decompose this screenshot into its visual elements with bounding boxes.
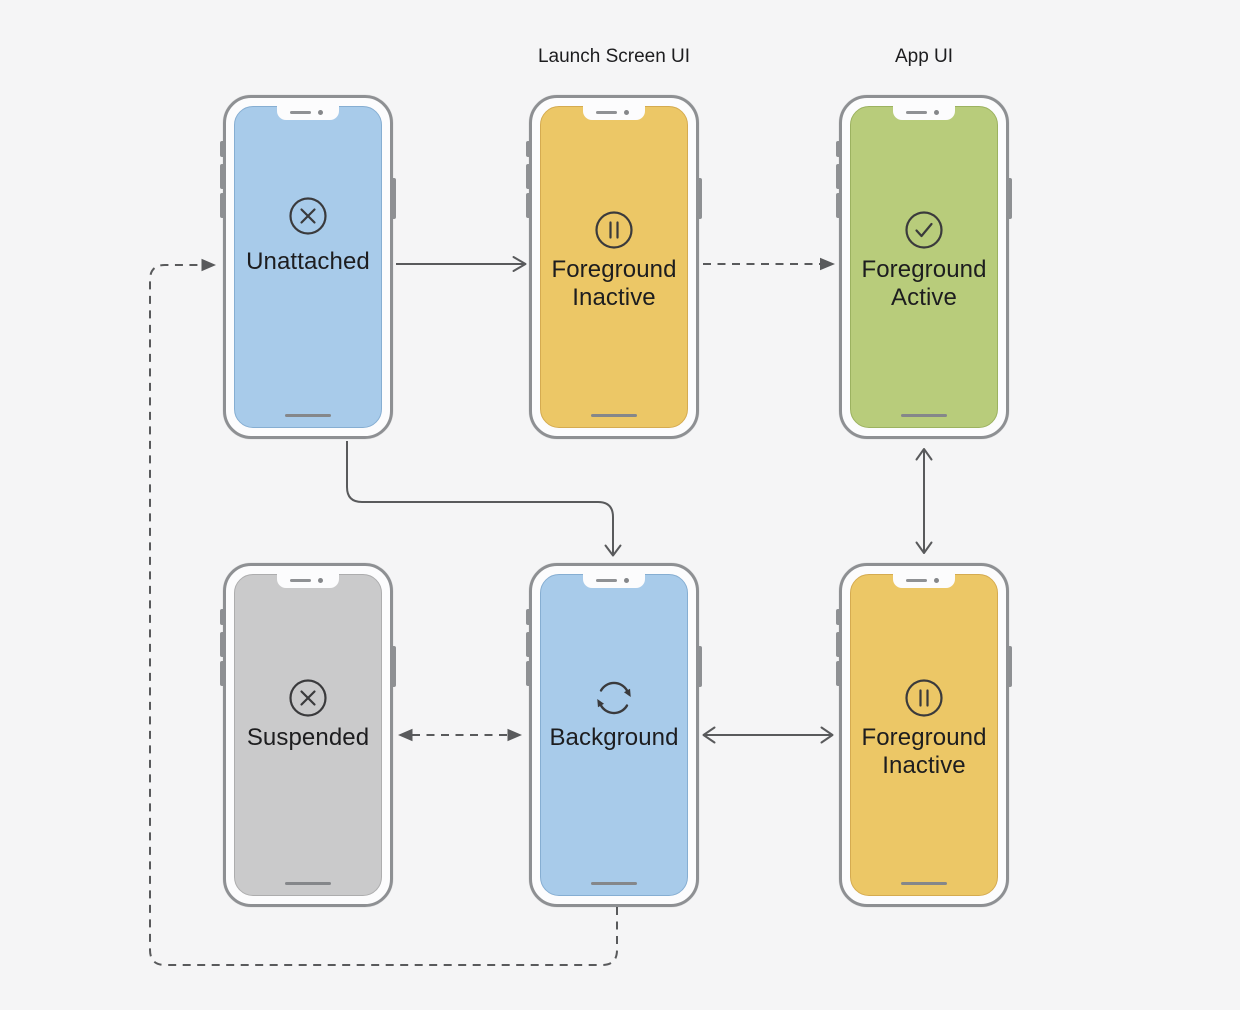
notch — [583, 574, 645, 588]
phone-launch-foreground-inactive: Foreground Inactive — [526, 95, 702, 439]
phone-foreground-active: Foreground Active — [836, 95, 1012, 439]
volume-up-button — [526, 632, 531, 657]
mute-switch-button — [220, 141, 225, 157]
camera-icon — [624, 110, 629, 115]
camera-icon — [934, 578, 939, 583]
volume-up-button — [220, 632, 225, 657]
speaker-icon — [596, 579, 617, 582]
power-button — [697, 646, 702, 687]
state-content: Foreground Inactive — [846, 678, 1002, 780]
state-label: Background — [549, 724, 679, 751]
volume-up-button — [526, 164, 531, 189]
home-indicator — [285, 882, 331, 885]
volume-up-button — [836, 632, 841, 657]
volume-up-button — [220, 164, 225, 189]
power-button — [1007, 646, 1012, 687]
phone-background: Background — [526, 563, 702, 907]
mute-switch-button — [836, 141, 841, 157]
pause-circle-icon — [905, 679, 943, 717]
volume-down-button — [220, 661, 225, 686]
mute-switch-button — [220, 609, 225, 625]
arrow-unattached-to-background — [346, 441, 622, 557]
phone-suspended: Suspended — [220, 563, 396, 907]
volume-down-button — [526, 661, 531, 686]
column-header-app-ui: App UI — [894, 46, 954, 67]
volume-down-button — [836, 193, 841, 218]
phone-screen: Unattached — [234, 106, 382, 428]
mute-switch-button — [836, 609, 841, 625]
phone-screen: Background — [540, 574, 688, 896]
column-header-launch-screen-ui: Launch Screen UI — [537, 46, 691, 67]
notch — [277, 574, 339, 588]
notch — [893, 106, 955, 120]
arrow-launch-foreground-inactive-to-foreground-active — [703, 257, 835, 271]
camera-icon — [318, 110, 323, 115]
speaker-icon — [906, 579, 927, 582]
state-content: Suspended — [230, 678, 386, 752]
state-content: Foreground Inactive — [536, 210, 692, 312]
phone-unattached: Unattached — [220, 95, 396, 439]
arrow-unattached-to-launch-foreground-inactive — [396, 256, 527, 272]
power-button — [391, 646, 396, 687]
phone-app-foreground-inactive: Foreground Inactive — [836, 563, 1012, 907]
state-label: Unattached — [246, 248, 370, 275]
phone-screen: Suspended — [234, 574, 382, 896]
x-circle-icon — [289, 197, 327, 235]
camera-icon — [934, 110, 939, 115]
home-indicator — [285, 414, 331, 417]
power-button — [1007, 178, 1012, 219]
state-content: Foreground Active — [846, 210, 1002, 312]
home-indicator — [591, 414, 637, 417]
volume-down-button — [220, 193, 225, 218]
state-label: Foreground Inactive — [861, 724, 987, 779]
power-button — [391, 178, 396, 219]
volume-up-button — [836, 164, 841, 189]
notch — [277, 106, 339, 120]
camera-icon — [318, 578, 323, 583]
arrow-background-to-suspended — [398, 728, 522, 742]
refresh-circle-icon — [597, 681, 631, 715]
checkmark-circle-icon — [905, 211, 943, 249]
arrow-background-to-app-foreground-inactive — [702, 726, 834, 744]
volume-down-button — [836, 661, 841, 686]
notch — [893, 574, 955, 588]
phone-screen: Foreground Inactive — [540, 106, 688, 428]
phone-screen: Foreground Inactive — [850, 574, 998, 896]
camera-icon — [624, 578, 629, 583]
home-indicator — [591, 882, 637, 885]
state-content: Background — [536, 678, 692, 752]
arrow-foreground-active-to-app-foreground-inactive — [915, 448, 933, 554]
state-label: Suspended — [246, 724, 370, 751]
power-button — [697, 178, 702, 219]
speaker-icon — [596, 111, 617, 114]
pause-circle-icon — [595, 211, 633, 249]
state-label: Foreground Active — [861, 256, 987, 311]
state-content: Unattached — [230, 196, 386, 276]
state-label: Foreground Inactive — [551, 256, 677, 311]
mute-switch-button — [526, 609, 531, 625]
mute-switch-button — [526, 141, 531, 157]
notch — [583, 106, 645, 120]
volume-down-button — [526, 193, 531, 218]
speaker-icon — [290, 579, 311, 582]
home-indicator — [901, 414, 947, 417]
home-indicator — [901, 882, 947, 885]
phone-screen: Foreground Active — [850, 106, 998, 428]
speaker-icon — [290, 111, 311, 114]
x-circle-icon — [289, 679, 327, 717]
speaker-icon — [906, 111, 927, 114]
